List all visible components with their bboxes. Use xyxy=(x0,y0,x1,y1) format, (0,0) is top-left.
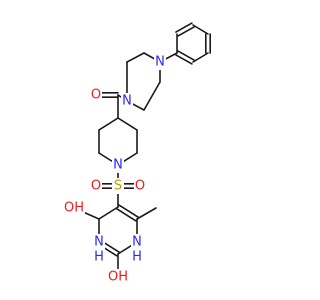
double-bond-ph2-ph3 xyxy=(177,50,195,61)
single-bond-ph5-ph6 xyxy=(192,24,209,35)
atom-label-h1: H xyxy=(132,250,142,265)
atom-background-o_carbonyl xyxy=(90,87,102,103)
double-bond-c5-c6 xyxy=(116,208,137,222)
atom-label-oh_left: OH xyxy=(64,201,84,216)
atom-background-n_pip1 xyxy=(121,93,133,109)
double-bond-ph2-ph3 xyxy=(175,54,193,65)
atom-background-h1 xyxy=(131,249,143,265)
double-bond-ph6-ph1 xyxy=(175,22,193,33)
single-bond-c6-methyl xyxy=(136,207,157,220)
atom-label-s: S xyxy=(114,179,122,194)
single-bond-c4-c5 xyxy=(98,206,119,220)
atom-label-o_s2: O xyxy=(135,179,145,194)
atom-background-n1 xyxy=(131,234,143,250)
atom-label-o_carbonyl: O xyxy=(91,88,101,103)
single-bond-pd_c4-pd1 xyxy=(117,117,138,131)
double-bond-c5-c6 xyxy=(118,204,139,218)
single-bond-pz3-pz2 xyxy=(126,52,145,63)
atom-label-o_s1: O xyxy=(91,179,101,194)
atom-background-n_piperidine xyxy=(112,157,124,173)
atom-background-oh_bottom xyxy=(107,269,129,285)
single-bond-ph3-ph4 xyxy=(192,52,209,63)
atom-label-n_pip1: N xyxy=(122,94,132,109)
atom-background-s xyxy=(112,178,124,194)
atom-background-o_s2 xyxy=(134,178,146,194)
atom-label-n3: N xyxy=(94,235,104,250)
atom-label-oh_bottom: OH xyxy=(108,270,128,285)
atom-label-n_pip2: N xyxy=(155,55,165,70)
atom-label-n1: N xyxy=(132,235,142,250)
single-bond-pd4-pd_c4 xyxy=(98,117,119,131)
double-bond-ph6-ph1 xyxy=(177,26,195,37)
atom-background-n3 xyxy=(93,234,105,250)
atom-label-h3: H xyxy=(94,250,104,265)
atom-label-n_piperidine: N xyxy=(113,158,123,173)
atom-background-h3 xyxy=(93,249,105,265)
atom-background-o_s1 xyxy=(90,178,102,194)
atom-background-oh_left xyxy=(63,200,85,216)
single-bond-pz1-pz4 xyxy=(143,81,161,111)
atom-background-n_pip2 xyxy=(154,54,166,70)
